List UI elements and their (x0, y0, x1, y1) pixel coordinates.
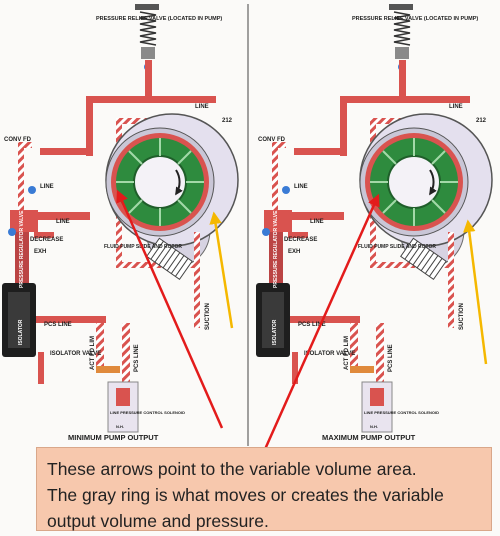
isolator-valve-label: ISOLATOR VALVE (304, 351, 355, 357)
relief-valve-label: PRESSURE RELIEF VALVE (LOCATED IN PUMP) (96, 16, 222, 22)
isolator-label: ISOLATOR (272, 319, 278, 345)
pump-label: FLUID PUMP SLIDE AND ROTOR (358, 244, 436, 250)
pcs-line-label: PCS LINE (298, 322, 326, 328)
panel-maximum: PRESSURE RELIEF VALVE (LOCATED IN PUMP) … (256, 4, 492, 442)
red-arrow-right (260, 193, 380, 457)
nh-label: N.H. (370, 424, 378, 429)
pcs-line-vertical-label: PCS LINE (388, 344, 394, 372)
pressure-regulator-valve-label: PRESSURE REGULATOR VALVE (273, 210, 279, 288)
line-mid-label: LINE (56, 219, 70, 225)
panel-minimum: PRESSURE RELIEF VALVE (LOCATED IN PUMP) … (2, 4, 238, 442)
act-fd-lim-label: ACT FD LIM (90, 336, 96, 370)
pressure-regulator-valve-label: PRESSURE REGULATOR VALVE (19, 210, 25, 288)
suction-label: SUCTION (205, 303, 211, 330)
decrease-label: DECREASE (284, 237, 317, 243)
pcs-line-vertical-label: PCS LINE (134, 344, 140, 372)
yellow-arrow-right (463, 219, 488, 365)
callout-line-3: output volume and pressure. (47, 511, 269, 531)
yellow-arrow-left (209, 211, 234, 329)
suction-label: SUCTION (459, 303, 465, 330)
callout-line-1: These arrows point to the variable volum… (47, 459, 417, 479)
line-small-label: LINE (40, 184, 54, 190)
act-fd-lim-label: ACT FD LIM (344, 336, 350, 370)
line-mid-label: LINE (310, 219, 324, 225)
red-arrow-left (116, 189, 224, 429)
exh-label: EXH (288, 249, 300, 255)
line-label: LINE (195, 104, 209, 110)
solenoid-label: LINE PRESSURE CONTROL SOLENOID (110, 410, 185, 415)
conv-fd-label: CONV FD (4, 137, 32, 143)
panel-caption: MAXIMUM PUMP OUTPUT (322, 433, 416, 442)
ref-number: 212 (222, 118, 233, 124)
conv-fd-label: CONV FD (258, 137, 286, 143)
nh-label: N.H. (116, 424, 124, 429)
explanation-callout: These arrows point to the variable volum… (36, 447, 492, 531)
callout-line-2: The gray ring is what moves or creates t… (47, 485, 444, 505)
line-small-label: LINE (294, 184, 308, 190)
line-label: LINE (449, 104, 463, 110)
pcs-line-label: PCS LINE (44, 322, 72, 328)
solenoid-label: LINE PRESSURE CONTROL SOLENOID (364, 410, 439, 415)
relief-valve-label: PRESSURE RELIEF VALVE (LOCATED IN PUMP) (352, 16, 478, 22)
isolator-valve-label: ISOLATOR VALVE (50, 351, 101, 357)
isolator-label: ISOLATOR (18, 319, 24, 345)
exh-label: EXH (34, 249, 46, 255)
panel-caption: MINIMUM PUMP OUTPUT (68, 433, 159, 442)
decrease-label: DECREASE (30, 237, 63, 243)
ref-number: 212 (476, 118, 487, 124)
